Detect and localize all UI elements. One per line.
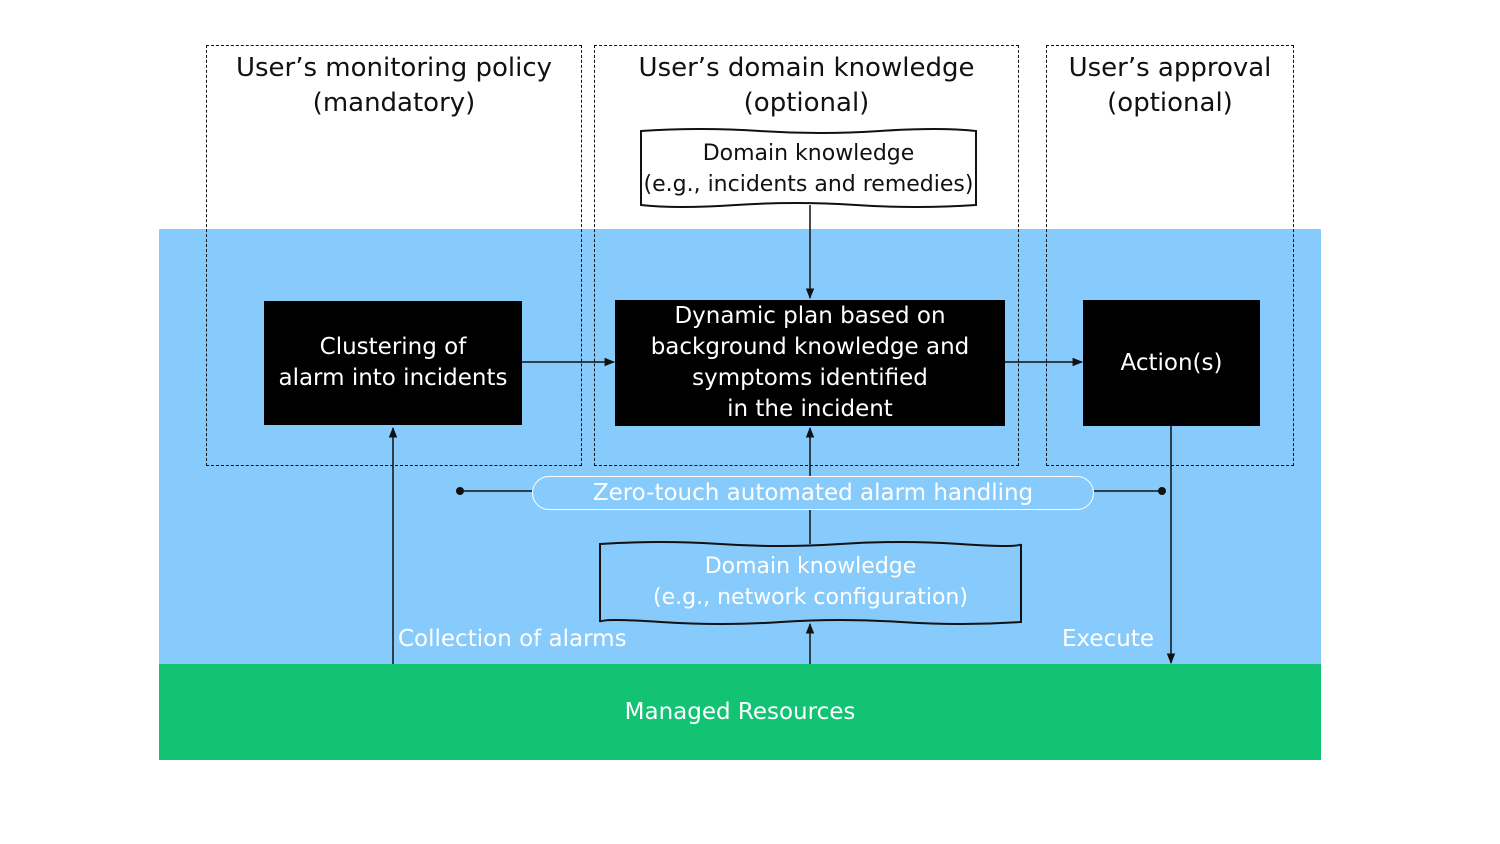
zero-touch-label: Zero-touch automated alarm handling [592, 480, 1034, 506]
zero-touch-label-pill: Zero-touch automated alarm handling [532, 476, 1094, 510]
domain-knowledge-region [594, 45, 1019, 466]
plan-line4: in the incident [727, 396, 893, 422]
actions-box: Action(s) [1083, 300, 1260, 426]
plan-line3: symptoms identified [692, 365, 928, 391]
clustering-box: Clustering of alarm into incidents [264, 301, 522, 425]
monitoring-title-line1: User’s monitoring policy [235, 53, 553, 83]
managed-resources-label: Managed Resources [624, 699, 856, 725]
dynamic-plan-box: Dynamic plan based on background knowled… [615, 300, 1005, 426]
domain-knowledge-title: User’s domain knowledge (optional) [594, 51, 1019, 121]
zero-touch-left-dot [456, 487, 464, 495]
clustering-line2: alarm into incidents [278, 365, 508, 391]
plan-line1: Dynamic plan based on [674, 303, 946, 329]
clustering-line1: Clustering of [319, 334, 467, 360]
collection-of-alarms-label: Collection of alarms [398, 626, 627, 652]
domain-title-line2: (optional) [743, 88, 870, 118]
zero-touch-right-dot [1158, 487, 1166, 495]
domain-knowledge-bottom-box [599, 541, 1022, 625]
monitoring-policy-region [206, 45, 582, 466]
approval-title-line2: (optional) [1107, 88, 1233, 118]
dk-bottom-line1: Domain knowledge [704, 554, 917, 579]
plan-line2: background knowledge and [650, 334, 970, 360]
domain-knowledge-bottom-text: Domain knowledge (e.g., network configur… [600, 551, 1021, 613]
domain-title-line1: User’s domain knowledge [638, 53, 975, 83]
monitoring-title-line2: (mandatory) [312, 88, 476, 118]
dk-top-line2: (e.g., incidents and remedies) [643, 172, 974, 197]
dk-bottom-line2: (e.g., network configuration) [653, 585, 968, 610]
monitoring-policy-title: User’s monitoring policy (mandatory) [206, 51, 582, 121]
domain-knowledge-top-box [640, 128, 977, 208]
approval-title-line1: User’s approval [1068, 53, 1272, 83]
domain-knowledge-top-text: Domain knowledge (e.g., incidents and re… [641, 138, 976, 200]
dk-top-line1: Domain knowledge [702, 141, 915, 166]
execute-label: Execute [1062, 626, 1154, 652]
approval-region [1046, 45, 1294, 466]
managed-resources-zone: Managed Resources [159, 664, 1321, 760]
approval-title: User’s approval (optional) [1046, 51, 1294, 121]
actions-label: Action(s) [1120, 349, 1223, 376]
